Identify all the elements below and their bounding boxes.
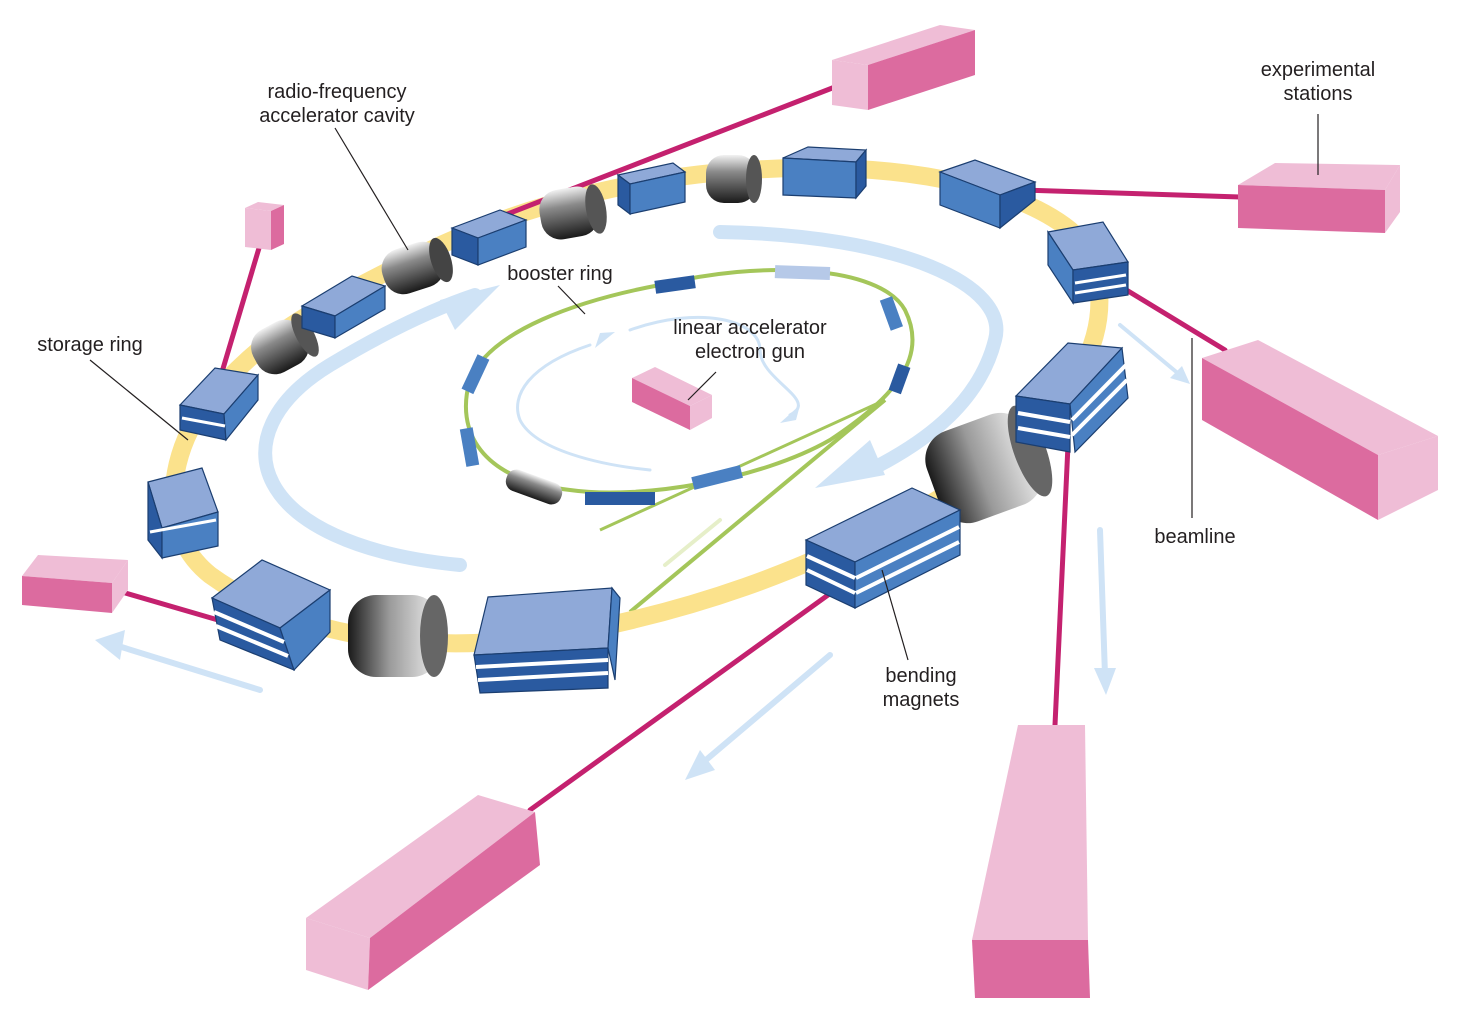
booster-magnets: [459, 265, 911, 505]
experimental-station-icon: [832, 25, 975, 110]
electron-gun-icon: [632, 367, 712, 430]
bending-magnet-icon: [450, 209, 528, 266]
bending-magnet-icon: [938, 159, 1037, 230]
outer-flow-arrow: [258, 288, 482, 572]
experimental-station-icon: [245, 202, 284, 250]
beamline-label: beamline: [1154, 526, 1236, 548]
bending-magnet-icon: [210, 559, 332, 672]
booster-ring: [459, 265, 915, 614]
rf-cavity-icon: [381, 237, 453, 295]
booster-ring-label: booster ring: [507, 263, 613, 285]
bending-magnet-icon: [804, 487, 962, 609]
experimental-station-icon: [1202, 340, 1438, 520]
experimental-station-icon: [972, 725, 1090, 998]
outer-flow-arrowhead: [440, 285, 500, 330]
rf-cavities: [251, 155, 1053, 677]
bending-magnet-icon: [1014, 342, 1129, 454]
bending-magnet-icon: [300, 275, 387, 340]
inner-flow-arrowhead-2: [780, 405, 800, 423]
leader-lines: [89, 114, 1319, 661]
bending-magnet-icon: [473, 586, 621, 694]
inner-flow-arrow: [516, 343, 652, 472]
experimental-station-icon: [1238, 163, 1400, 233]
rf-cavity-icon: [348, 595, 448, 677]
inner-flow-arrowhead: [595, 332, 615, 348]
inner-flow-arrow-2: [628, 315, 800, 417]
bending-magnets-label: bending magnets: [882, 665, 960, 711]
booster-rf-cavity-icon: [505, 469, 563, 505]
rf-cavity-icon: [539, 184, 607, 240]
bending-magnet-icon: [1047, 221, 1129, 306]
flow-arrows: [95, 225, 1190, 780]
linac-label: linear accelerator electron gun: [673, 317, 827, 363]
outer-flow-arrow-2: [713, 225, 1004, 477]
rf-cavity-label: radio-frequency accelerator cavity: [259, 81, 415, 127]
outer-flow-arrowhead-2: [815, 440, 885, 488]
experimental-stations: [22, 25, 1438, 998]
bending-magnet-icon: [147, 467, 219, 560]
bending-magnet-icon: [616, 162, 687, 216]
rf-cavity-icon: [251, 313, 319, 375]
experimental-stations-label: experimental stations: [1260, 59, 1376, 105]
bending-magnets: [147, 146, 1129, 694]
experimental-station-icon: [306, 795, 540, 990]
bending-magnet-icon: [782, 146, 868, 200]
rf-cavity-icon: [706, 155, 762, 203]
experimental-station-icon: [22, 555, 128, 613]
storage-ring-label: storage ring: [37, 334, 143, 356]
bending-magnet-icon: [178, 367, 260, 442]
